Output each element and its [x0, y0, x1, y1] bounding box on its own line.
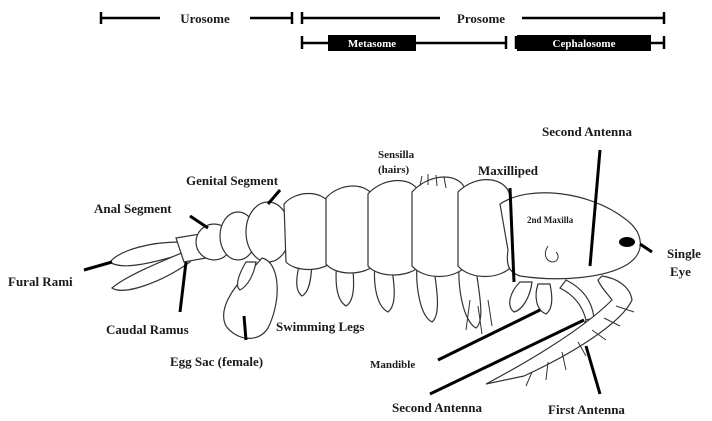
metasome-label: Metasome: [348, 38, 396, 50]
mandible-label: Mandible: [370, 359, 415, 371]
cephalosome: [500, 193, 640, 279]
sensilla-label: Sensilla: [378, 149, 415, 161]
genital-segment-label: Genital Segment: [186, 173, 279, 188]
maxilliped: [510, 282, 532, 312]
prosome-label: Prosome: [457, 11, 505, 26]
metasome-segment-1: [284, 194, 332, 270]
urosome-label: Urosome: [180, 11, 230, 26]
single-eye-icon: [619, 237, 635, 247]
swimming-legs-label: Swimming Legs: [276, 319, 364, 334]
eye-label: Eye: [670, 264, 691, 279]
fural-rami-label: Fural Rami: [8, 274, 73, 289]
second-antenna-bottom-label: Second Antenna: [392, 400, 482, 415]
metasome-bracket: [302, 35, 506, 51]
cephalosome-label: Cephalosome: [553, 38, 616, 50]
first-antenna: [486, 276, 632, 384]
second-maxilla-label: 2nd Maxilla: [527, 215, 574, 225]
maxilliped-label: Maxilliped: [478, 163, 539, 178]
caudal-ramus-label: Caudal Ramus: [106, 322, 189, 337]
single-label: Single: [667, 246, 701, 261]
anal-segment-label: Anal Segment: [94, 201, 172, 216]
second-antenna: [560, 280, 594, 320]
egg-sac-label: Egg Sac (female): [170, 354, 263, 369]
second-antenna-top-label: Second Antenna: [542, 124, 632, 139]
sensilla-hairs-label: (hairs): [378, 164, 410, 176]
first-antenna-label: First Antenna: [548, 402, 625, 417]
genital-segment: [246, 202, 290, 262]
